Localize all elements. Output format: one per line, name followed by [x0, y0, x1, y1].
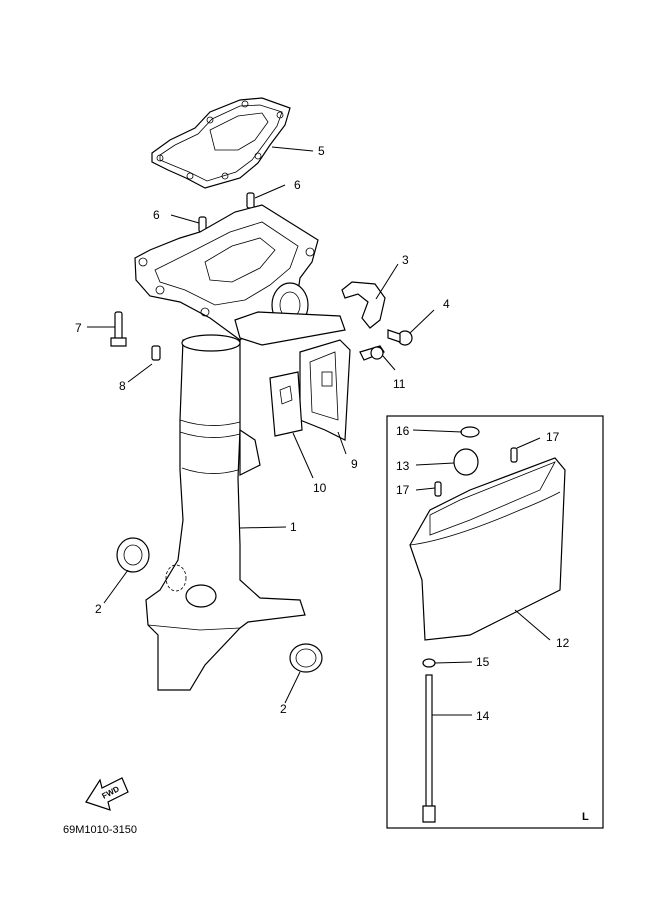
inset-parts: [409, 426, 566, 823]
callout-5: 5: [318, 144, 325, 158]
callout-7: 7: [75, 321, 82, 335]
callout-8: 8: [119, 379, 126, 393]
drive-shaft-housing: [145, 334, 306, 691]
bracket-part: [341, 281, 413, 346]
callout-11: 11: [393, 377, 406, 391]
callout-14: 14: [476, 709, 490, 723]
callout-15: 15: [476, 655, 490, 669]
leader-lines: [87, 146, 551, 716]
callout-2: 2: [280, 702, 287, 716]
callout-13: 13: [396, 459, 410, 473]
plate-part: [269, 371, 303, 437]
rubber-plugs: [116, 537, 323, 673]
fwd-arrow-icon: FWD: [85, 777, 129, 811]
callout-2: 2: [95, 602, 102, 616]
callout-1: 1: [290, 520, 297, 534]
callout-6: 6: [294, 178, 301, 192]
callout-10: 10: [313, 481, 327, 495]
callout-17: 17: [396, 483, 410, 497]
callout-6: 6: [153, 208, 160, 222]
inset-frame: [386, 415, 604, 829]
gasket-part: [151, 97, 291, 189]
callout-4: 4: [443, 297, 450, 311]
upper-casing-plate: [134, 204, 346, 346]
inset-marker: L: [582, 811, 589, 823]
callout-9: 9: [351, 457, 358, 471]
bolts: [110, 311, 385, 361]
callout-17: 17: [546, 430, 560, 444]
diagram-code: 69M1010-3150: [63, 824, 138, 836]
callout-12: 12: [556, 636, 570, 650]
callout-3: 3: [402, 253, 409, 267]
callout-16: 16: [396, 424, 410, 438]
cover-part: [299, 339, 351, 441]
